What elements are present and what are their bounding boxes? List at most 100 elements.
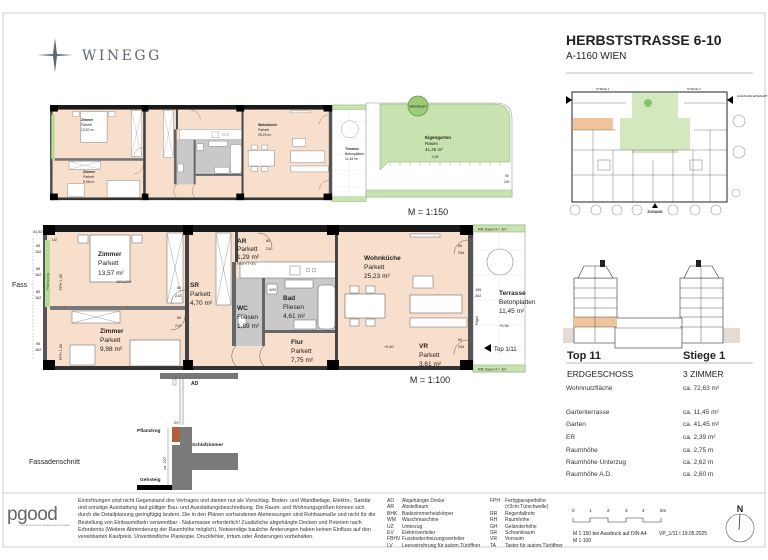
room-material: Betonplatten bbox=[499, 299, 536, 306]
uz-label: UZ bbox=[52, 238, 58, 242]
legend-text: Regenfallrohr bbox=[505, 510, 536, 517]
info-row-raumhoehe-unterzug: Raumhöhe Unterzug ca. 2,62 m bbox=[566, 459, 756, 466]
dim: 80 bbox=[177, 286, 181, 290]
legend-code: WM bbox=[387, 517, 396, 524]
legend-code: LV bbox=[387, 542, 393, 549]
room-material: Parkett bbox=[190, 291, 211, 298]
room-material: Parkett bbox=[81, 123, 92, 127]
level-terrace: +0,38 bbox=[499, 324, 509, 328]
ar-note: FBH+IT+EV bbox=[237, 262, 257, 266]
scale-tick: 3 bbox=[625, 508, 628, 513]
legend-code: VR bbox=[490, 536, 497, 543]
info-value: ca. 41,45 m² bbox=[683, 421, 720, 428]
legend-text: Abgehängte Decke bbox=[402, 498, 445, 504]
disclaimer-text: Einrichtungen sind nicht Gegenstand des … bbox=[78, 498, 376, 541]
room-area: 11,45 m² bbox=[499, 308, 525, 315]
legend-text: Waschmaschine bbox=[402, 517, 439, 524]
tree-icon bbox=[407, 95, 429, 117]
legend-code: BHK bbox=[387, 510, 398, 517]
legend-text: Geländerhöhe bbox=[505, 523, 537, 530]
fence-label-top: RR Zaun H = 1m bbox=[478, 228, 507, 232]
brand-name: WINEGG bbox=[82, 48, 162, 64]
room-area: 13,57 m² bbox=[98, 270, 124, 277]
dim: 262 bbox=[475, 294, 481, 298]
room-name: Zimmer bbox=[83, 170, 96, 174]
dim: 162 bbox=[35, 296, 41, 300]
width-dim: 29 bbox=[174, 420, 179, 425]
room-name-ar: AR bbox=[237, 238, 247, 245]
info-value: ca. 2,62 m bbox=[683, 459, 714, 466]
planting-label: Pflanzung bbox=[46, 273, 50, 290]
floor-plan-small: Eibe/Baum Eigengarten Rasen 41,45 m² -0,… bbox=[49, 95, 513, 217]
entrance-arrow-icon bbox=[652, 203, 658, 208]
room-name: Zimmer bbox=[81, 118, 94, 122]
wm-label: WM bbox=[269, 288, 276, 292]
room-name-wohnkueche: Wohnküche bbox=[364, 255, 401, 262]
legend-text: (±3cm Türschwelle) bbox=[505, 504, 549, 511]
legend-code: TA bbox=[490, 542, 497, 549]
scale-tick: 1 bbox=[589, 508, 592, 513]
info-label: Gartenterrasse bbox=[566, 409, 610, 416]
scale-tick: 0 bbox=[572, 508, 575, 513]
compass-star-icon bbox=[37, 38, 73, 72]
dim: 162 bbox=[35, 250, 41, 254]
stair1-label: STIEGE 1 bbox=[596, 87, 610, 91]
info-row-raumhoehe-ad: Raumhöhe A.D.ca. 2,60 m bbox=[566, 471, 756, 478]
info-label: Raumhöhe Unterzug bbox=[566, 459, 626, 466]
rigol-label: Rigol bbox=[475, 316, 479, 325]
room-name-flur: Flur bbox=[291, 339, 304, 346]
legend-code: FPH bbox=[490, 498, 500, 504]
uz-label: UZ bbox=[468, 235, 474, 239]
fph-label: FPH 1,00 bbox=[59, 274, 63, 290]
dim: 195 bbox=[475, 288, 481, 292]
legend-code: FBHV bbox=[387, 536, 401, 543]
legend-text: Vorraum bbox=[505, 536, 524, 543]
legend-item: LV Leerverrohrung für autom.Türöffner bbox=[387, 543, 480, 549]
room-area: 9,98 m² bbox=[83, 180, 95, 184]
room-material: Betonplatten bbox=[345, 152, 364, 156]
info-value: ca. 2,60 m bbox=[683, 471, 714, 478]
stair2-label: STIEGE 2 bbox=[687, 87, 701, 91]
unit-stair: Stiege 1 bbox=[683, 350, 725, 362]
unit-section-highlight bbox=[574, 317, 617, 327]
legend-code: RR bbox=[490, 510, 498, 517]
dim: 95 bbox=[36, 342, 40, 346]
info-row-er: ER ca. 2,39 m² bbox=[566, 434, 756, 441]
room-name-terrasse: Terrasse bbox=[499, 290, 526, 297]
dim-corner: 51,52 bbox=[33, 230, 43, 234]
legend-text: Leerverrohrung für autom.Türöffner bbox=[402, 542, 481, 549]
unit-highlight bbox=[573, 118, 613, 130]
pgood-logo: pgood PROJEKTENTWICKLUNG ARCHITEKTUR GMB… bbox=[7, 504, 70, 527]
legend-code: RH bbox=[490, 517, 498, 524]
legend-item: VR Vorraum bbox=[490, 536, 563, 542]
legend-text: Badezimmerheizkörper bbox=[402, 510, 454, 517]
info-row-garten: Garten ca. 41,45 m² bbox=[566, 421, 756, 428]
legend-item: RR Regenfallrohr bbox=[490, 511, 563, 517]
legend-item: BHK Badezimmerheizkörper bbox=[387, 511, 480, 517]
room-material: Parkett bbox=[98, 260, 119, 267]
door-dim: 100 bbox=[504, 180, 510, 184]
room-material: Fliesen bbox=[237, 314, 258, 321]
room-name-vr: VR bbox=[419, 343, 428, 350]
dim: 80 bbox=[177, 316, 181, 320]
info-value: ca. 2,39 m² bbox=[683, 434, 716, 441]
room-area: 7,75 m² bbox=[291, 357, 314, 364]
info-label: Garten bbox=[566, 421, 586, 428]
info-label: ER bbox=[566, 434, 576, 441]
dim: 210 bbox=[175, 324, 181, 328]
scale-tick: 4 bbox=[642, 508, 645, 513]
tree-label: Eibe/Baum bbox=[409, 105, 426, 109]
level-inside: +0,40 bbox=[384, 345, 394, 349]
ad-label: AD bbox=[191, 381, 199, 387]
print-note: M 1:150 bei Ausdruck auf DIN A4 bbox=[573, 531, 647, 537]
info-value: ca. 72,63 m² bbox=[683, 385, 720, 392]
scale-note: M 1:100 bbox=[573, 538, 591, 544]
